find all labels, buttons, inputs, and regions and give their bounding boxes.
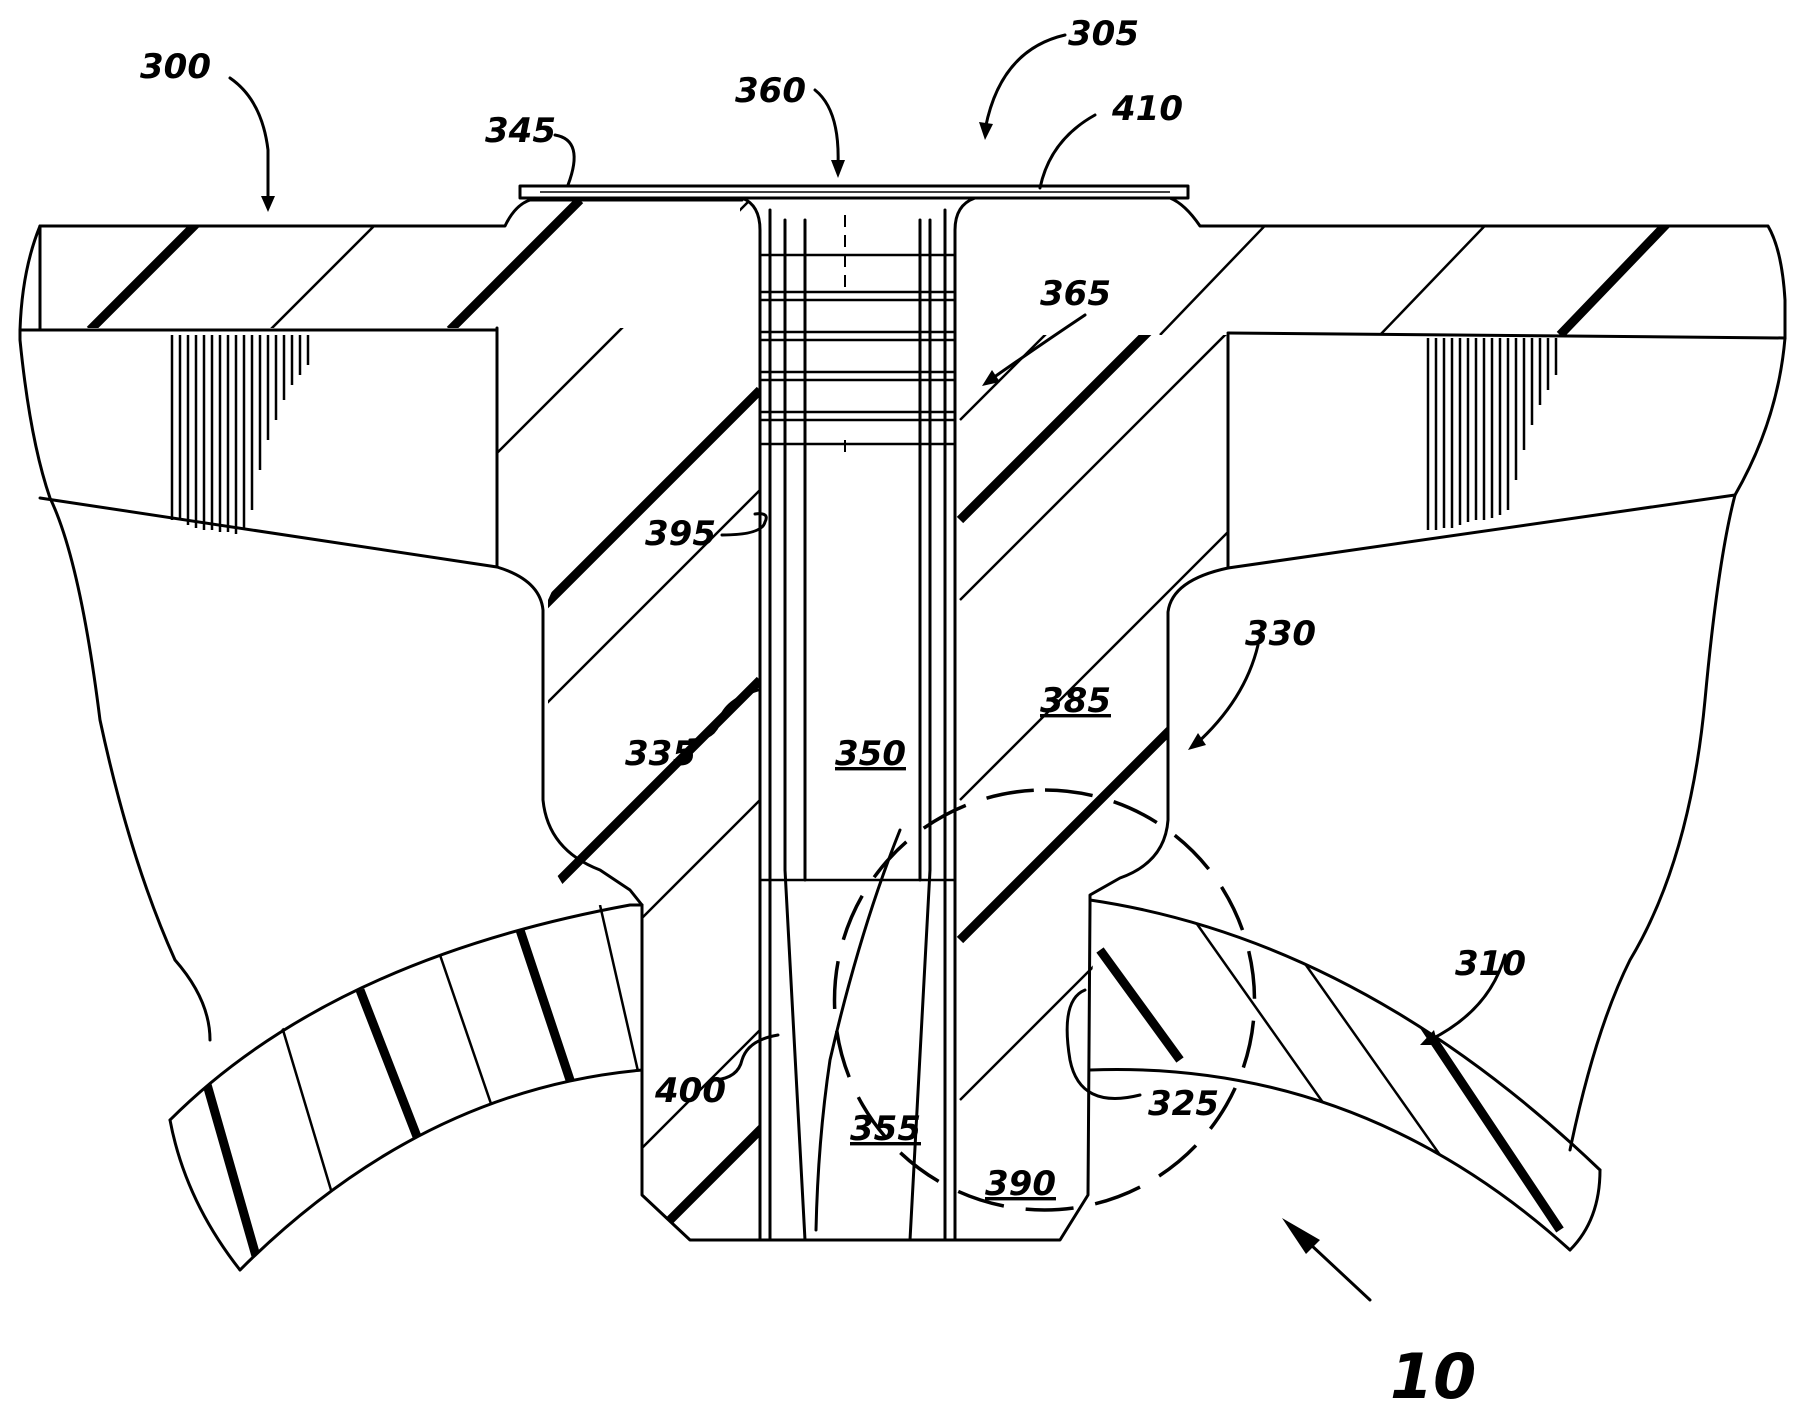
- label-305: 305: [1068, 14, 1139, 54]
- label-365: 365: [1040, 274, 1111, 314]
- label-390: 390: [985, 1164, 1056, 1204]
- label-385: 385: [1040, 681, 1111, 721]
- label-410: 410: [1111, 89, 1183, 129]
- shading-right: [1426, 338, 1558, 530]
- cap-plate: [518, 184, 1190, 200]
- top-flange-hatch-left: [86, 198, 584, 328]
- reference-labels: 300 305 345 360 410 365 395 330 335 350 …: [140, 14, 1526, 1405]
- leader-lines: [228, 33, 1507, 1100]
- shading-left: [170, 335, 310, 534]
- label-335: 335: [625, 734, 696, 774]
- central-tube: [740, 196, 977, 1242]
- top-flange-hatch-right: [1159, 206, 1684, 335]
- label-400: 400: [654, 1071, 726, 1111]
- label-355: 355: [850, 1109, 921, 1149]
- label-310: 310: [1455, 944, 1526, 984]
- arc-left: [168, 903, 644, 1272]
- label-345: 345: [485, 111, 556, 151]
- label-395: 395: [645, 514, 716, 554]
- label-325: 325: [1148, 1084, 1219, 1124]
- detail-arrow-10: [1282, 1218, 1372, 1302]
- label-300: 300: [140, 47, 211, 87]
- label-330: 330: [1245, 614, 1316, 654]
- label-360: 360: [735, 71, 806, 111]
- label-350: 350: [835, 734, 906, 774]
- detail-circle: [832, 788, 1257, 1212]
- label-10: 10: [1390, 1340, 1476, 1405]
